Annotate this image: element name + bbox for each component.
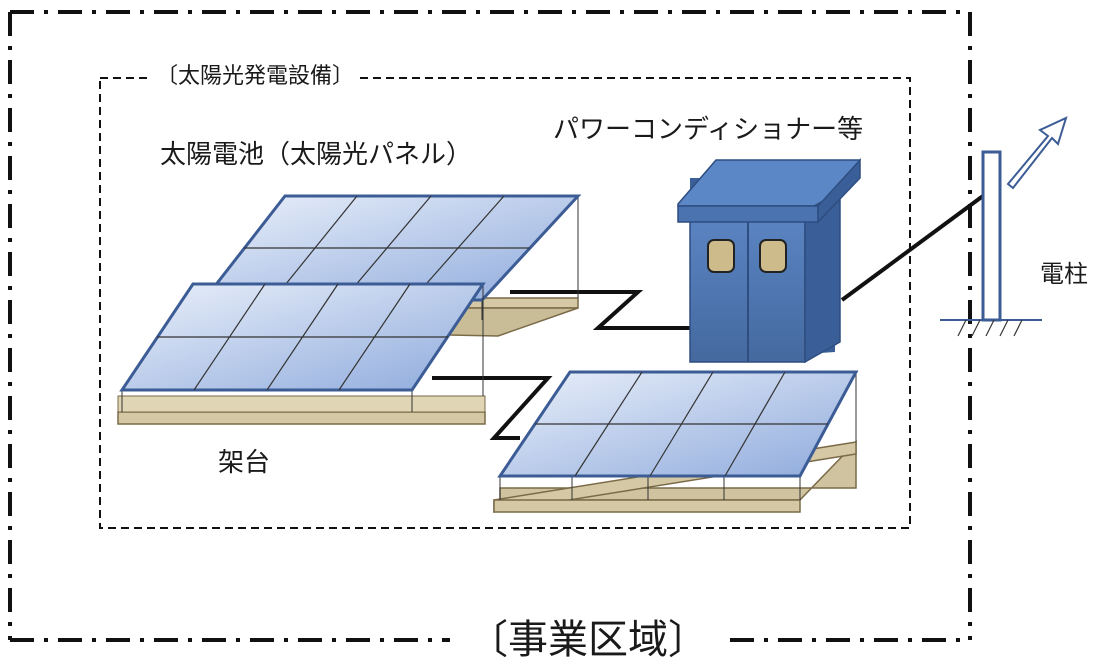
power-conditioner-label: パワーコンディショナー等	[553, 115, 864, 145]
facility-label: 〔太陽光発電設備〕	[150, 66, 361, 88]
mount-frame	[117, 411, 486, 425]
mount-frame-label: 架台	[218, 448, 271, 478]
grid-arrow-icon	[1006, 116, 1068, 190]
utility-pole	[940, 150, 1042, 337]
solar-array-front	[117, 282, 486, 425]
solar-array-right	[493, 370, 859, 513]
facility-boundary	[99, 77, 911, 529]
door-window	[759, 239, 787, 273]
utility-pole-label: 電柱	[1040, 260, 1088, 288]
door-window	[707, 239, 735, 273]
power-conditioner-cabinet	[677, 158, 862, 364]
site-boundary	[8, 10, 972, 642]
business-area-label: 〔事業区域〕	[458, 620, 718, 660]
cables	[432, 191, 989, 440]
solar-panel-label: 太陽電池（太陽光パネル）	[160, 140, 473, 170]
